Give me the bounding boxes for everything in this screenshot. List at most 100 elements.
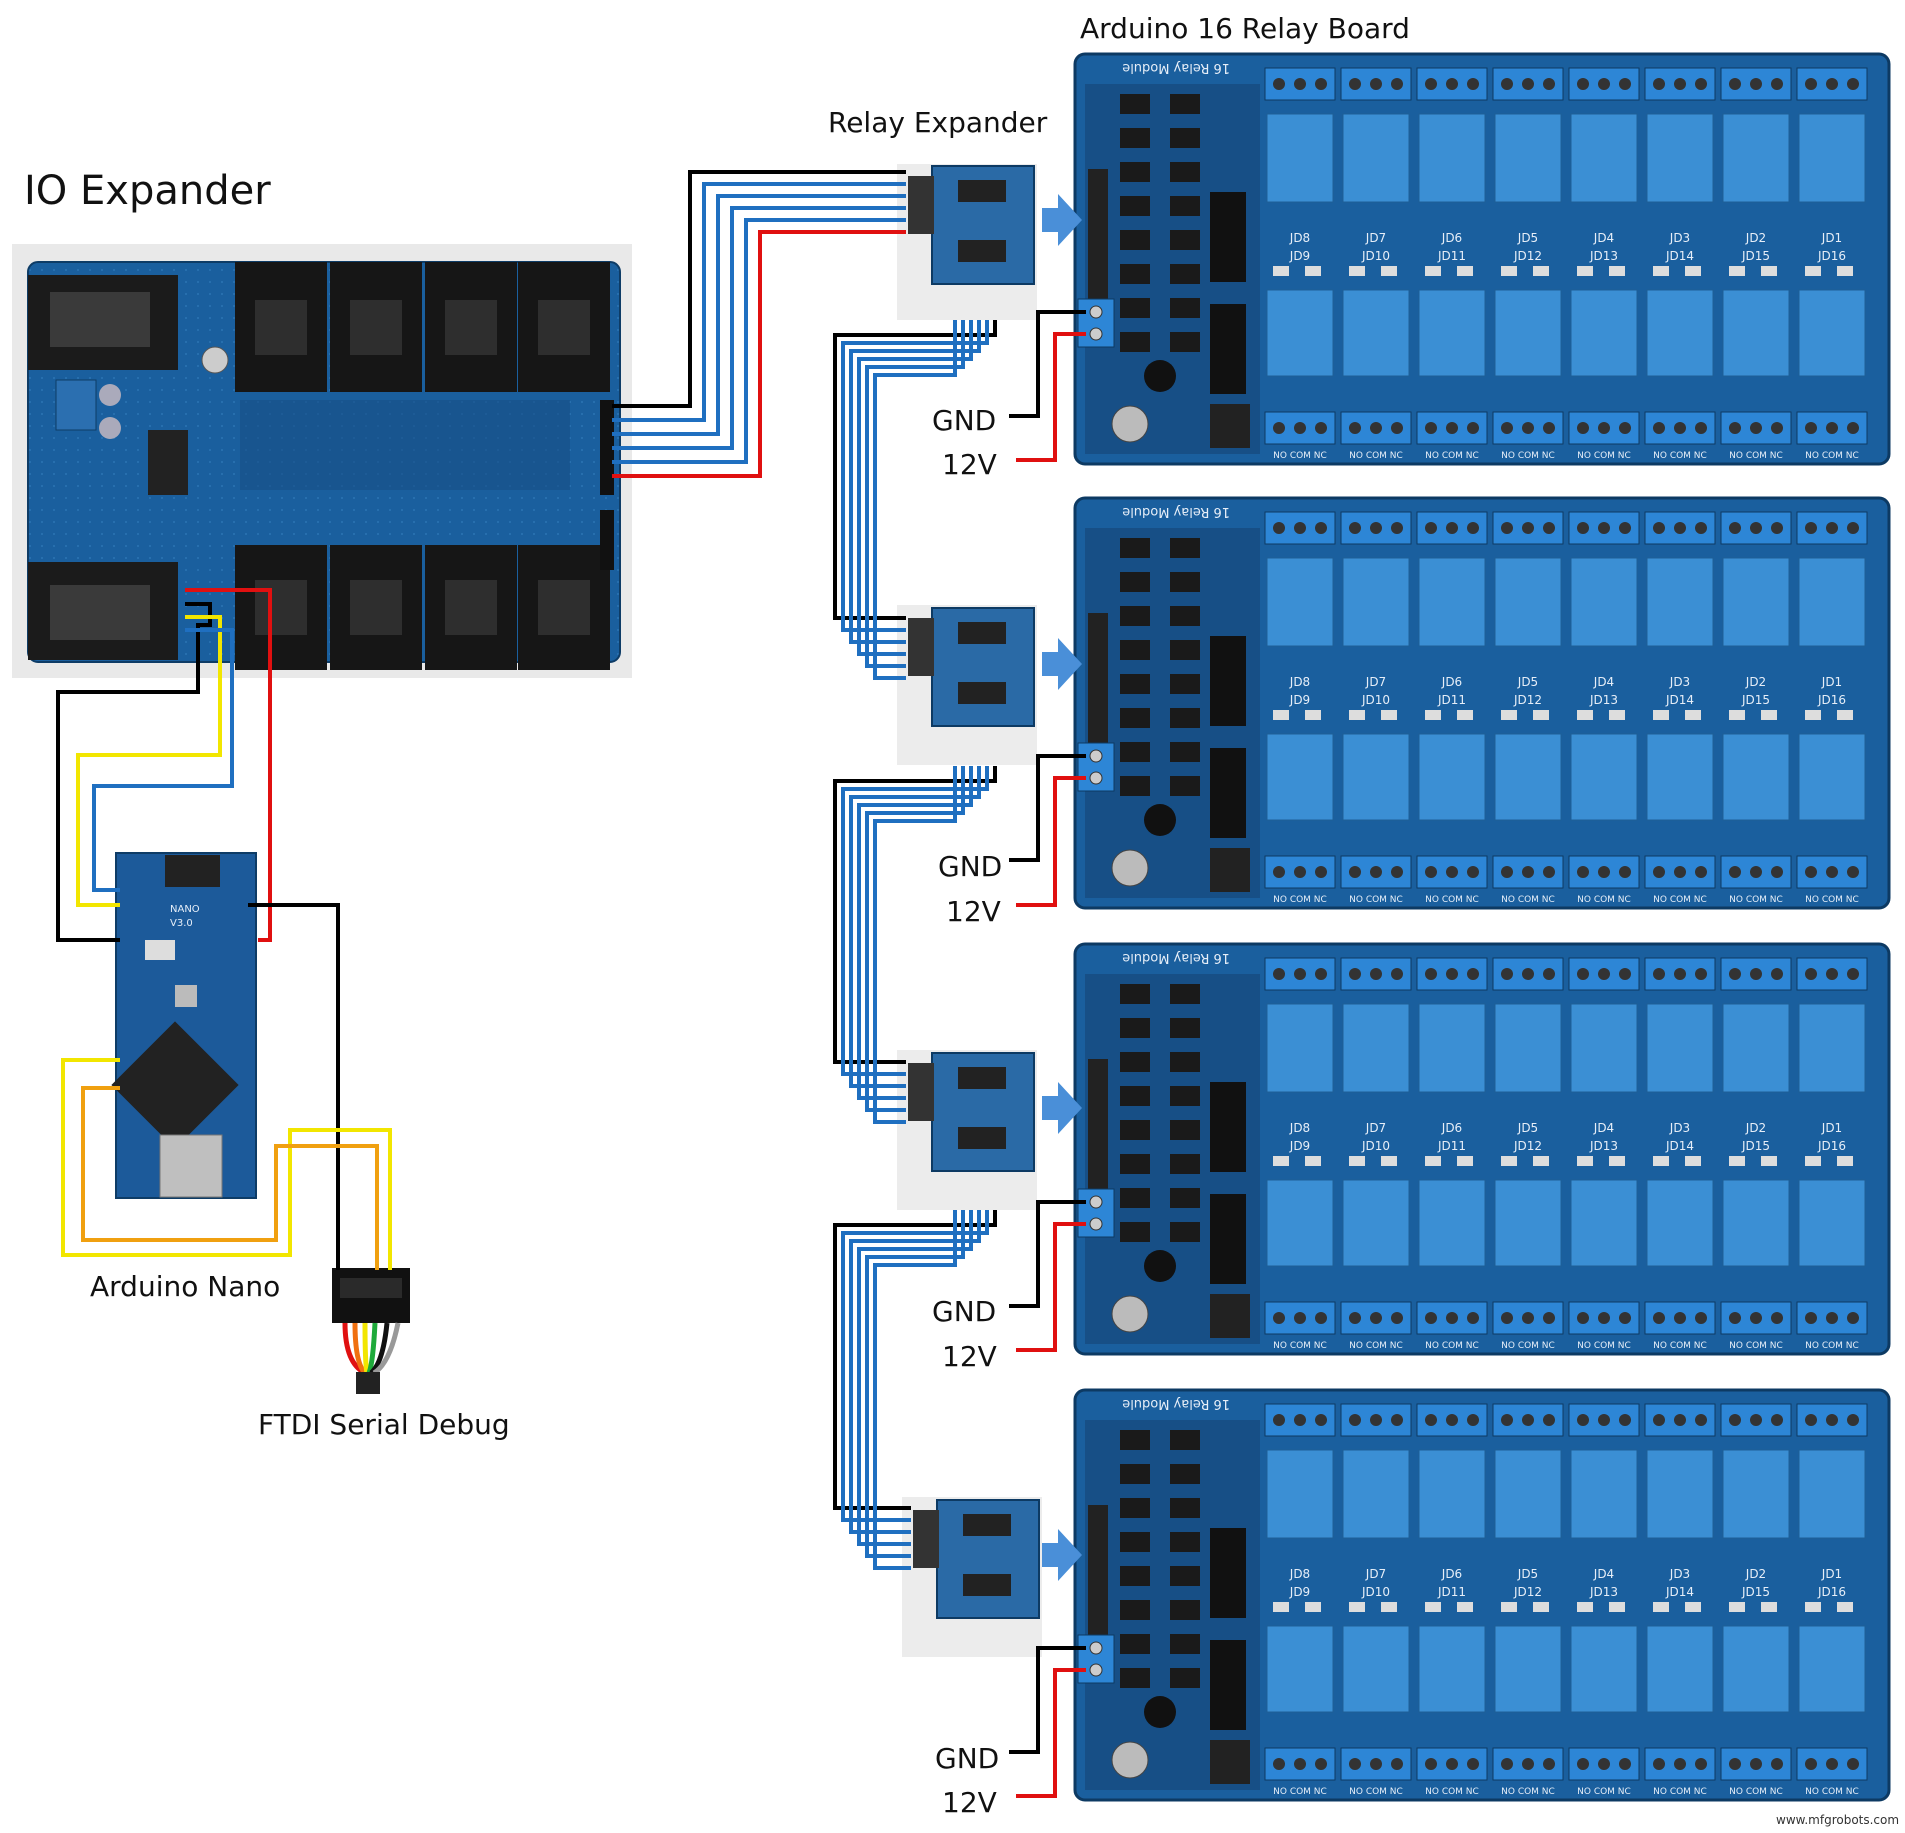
relay-channel-label: JD5 (1517, 1567, 1538, 1581)
relay-channel-label: JD2 (1745, 1121, 1766, 1135)
gnd-wire (1009, 1646, 1086, 1754)
relay-channel-label: JD16 (1817, 1585, 1846, 1599)
io-to-nano-red-wire (185, 588, 272, 942)
relay-channel-label: JD7 (1365, 1121, 1386, 1135)
io-expander-label: IO Expander (24, 168, 271, 214)
relay-channel-label: JD4 (1593, 231, 1614, 245)
arrow-right-icon (1042, 1082, 1082, 1134)
arrow-right-icon (1042, 638, 1082, 690)
nano-version-silk: V3.0 (170, 918, 193, 929)
12v-label-3: 12V (942, 1340, 997, 1373)
io-to-relay-expander-wire (612, 170, 906, 408)
gnd-label-4: GND (935, 1742, 1000, 1775)
relay-terminal-silk: NO COM NC (1653, 451, 1707, 461)
gnd-wire (1009, 310, 1086, 418)
relay-channel-label: JD4 (1593, 675, 1614, 689)
relay-channel-label: JD8 (1289, 1567, 1310, 1581)
relay-channel-label: JD5 (1517, 1121, 1538, 1135)
12v-label-2: 12V (946, 895, 1001, 928)
relay-terminal-silk: NO COM NC (1349, 895, 1403, 905)
relay-channel-label: JD10 (1361, 249, 1390, 263)
relay-expander-4 (902, 1497, 1042, 1657)
relay-terminal-silk: NO COM NC (1349, 451, 1403, 461)
ftdi-connector (332, 1268, 410, 1394)
relay-channel-label: JD16 (1817, 693, 1846, 707)
relay-channel-label: JD13 (1589, 1139, 1618, 1153)
io-to-nano-black-wire (56, 602, 212, 942)
relay-terminal-silk: NO COM NC (1577, 1787, 1631, 1797)
relay-channel-label: JD15 (1741, 1139, 1770, 1153)
relay-terminal-silk: NO COM NC (1653, 895, 1707, 905)
relay-terminal-silk: NO COM NC (1273, 1787, 1327, 1797)
relay-terminal-silk: NO COM NC (1273, 1341, 1327, 1351)
12v-wire (1016, 1668, 1086, 1798)
relay-expander-2 (897, 605, 1037, 765)
relay-channel-label: JD4 (1593, 1567, 1614, 1581)
relay-module-silk: 16 Relay Module (1122, 60, 1230, 75)
relay-channel-label: JD5 (1517, 231, 1538, 245)
12v-label-1: 12V (942, 448, 997, 481)
relay-channel-label: JD15 (1741, 249, 1770, 263)
io-to-relay-expander-wire (612, 230, 906, 478)
relay-expander-1 (897, 164, 1037, 320)
relay-channel-label: JD5 (1517, 675, 1538, 689)
relay-channel-label: JD12 (1513, 1139, 1542, 1153)
relay-channel-label: JD1 (1821, 675, 1842, 689)
relay-channel-label: JD3 (1669, 675, 1690, 689)
relay-channel-label: JD9 (1289, 249, 1310, 263)
rj-jacks-top (28, 262, 610, 392)
relay-channel-label: JD16 (1817, 249, 1846, 263)
relay-terminal-silk: NO COM NC (1273, 451, 1327, 461)
relay-channel-label: JD8 (1289, 1121, 1310, 1135)
io-to-relay-expander-wire (612, 194, 906, 436)
relay-channel-label: JD14 (1665, 1585, 1694, 1599)
watermark: www.mfgrobots.com (1776, 1813, 1900, 1827)
relay-channel-label: JD1 (1821, 231, 1842, 245)
relay-channel-label: JD10 (1361, 1139, 1390, 1153)
ftdi-serial-debug-label: FTDI Serial Debug (258, 1408, 510, 1441)
12v-wire (1016, 776, 1086, 907)
relay-terminal-silk: NO COM NC (1425, 1787, 1479, 1797)
relay-expander-label: Relay Expander (828, 106, 1048, 139)
arduino-nano-board (111, 852, 257, 1199)
relay-channel-label: JD6 (1441, 231, 1462, 245)
wires (56, 170, 1086, 1798)
relay-terminal-silk: NO COM NC (1577, 451, 1631, 461)
relay-channel-label: JD8 (1289, 675, 1310, 689)
12v-wire (1016, 1222, 1086, 1352)
relay-terminal-silk: NO COM NC (1729, 895, 1783, 905)
nano-to-ftdi-black-wire (248, 903, 340, 1270)
relay-channel-label: JD7 (1365, 231, 1386, 245)
io-to-nano-yellow-wire (76, 615, 222, 907)
relay-channel-label: JD7 (1365, 675, 1386, 689)
relay-channel-label: JD6 (1441, 1121, 1462, 1135)
relay-channel-label: JD1 (1821, 1567, 1842, 1581)
relay-channel-label: JD12 (1513, 693, 1542, 707)
gnd-label-2: GND (938, 850, 1003, 883)
12v-label-4: 12V (942, 1786, 997, 1819)
relay-channel-label: JD11 (1437, 693, 1466, 707)
relay-channel-label: JD14 (1665, 1139, 1694, 1153)
relay-expander-chain-wire (873, 320, 957, 680)
relay-terminal-silk: NO COM NC (1501, 1787, 1555, 1797)
relay-channel-label: JD13 (1589, 249, 1618, 263)
relay-expander-chain-wire (865, 1210, 965, 1558)
relay-channel-label: JD9 (1289, 1139, 1310, 1153)
relay-terminal-silk: NO COM NC (1349, 1787, 1403, 1797)
gnd-wire (1009, 754, 1086, 862)
io-to-relay-expander-wire (612, 218, 906, 464)
signal-arrows (1042, 194, 1082, 1581)
relay-channel-label: JD11 (1437, 249, 1466, 263)
relay-expander-modules (897, 164, 1042, 1657)
relay-expander-chain-wire (865, 320, 965, 668)
relay-expander-chain-wire (849, 1210, 981, 1534)
io-expander-board (12, 244, 632, 678)
relay-channel-label: JD2 (1745, 675, 1766, 689)
nano-to-ftdi-orange-wire (81, 1086, 379, 1270)
relay-channel-label: JD6 (1441, 675, 1462, 689)
